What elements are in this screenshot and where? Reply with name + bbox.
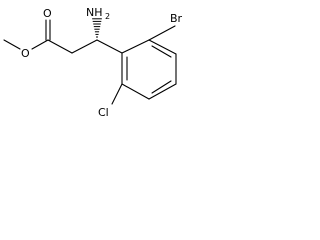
- bond-ring-chlorine: [111, 83, 123, 105]
- bond-ring-bromine: [148, 25, 176, 41]
- label-amine: NH: [86, 6, 103, 19]
- ring-inner-double-2: [151, 80, 172, 94]
- label-chlorine: Cl: [98, 106, 109, 119]
- structure-diagram: O O NH 2 Br Cl: [3, 6, 183, 119]
- ring-bond-5: [121, 83, 150, 100]
- bond-methyl-ester-o: [3, 39, 21, 50]
- bond-ch2-chiral-c: [71, 39, 98, 54]
- label-amine-subscript: 2: [105, 12, 110, 21]
- ring-bond-1: [121, 39, 150, 54]
- label-ester-oxygen: O: [21, 47, 30, 60]
- ring-bond-2: [148, 39, 177, 55]
- bond-ester-o-carbonyl-c: [31, 39, 49, 50]
- bond-chiral-c-ring: [96, 39, 123, 54]
- stereo-hash-bond: [92, 18, 102, 38]
- ring-bond-4: [148, 83, 177, 100]
- bond-carbonyl-c-ch2: [47, 39, 73, 54]
- label-bromine: Br: [170, 12, 183, 25]
- ring-inner-double-1: [151, 45, 172, 58]
- label-carbonyl-oxygen: O: [43, 7, 52, 20]
